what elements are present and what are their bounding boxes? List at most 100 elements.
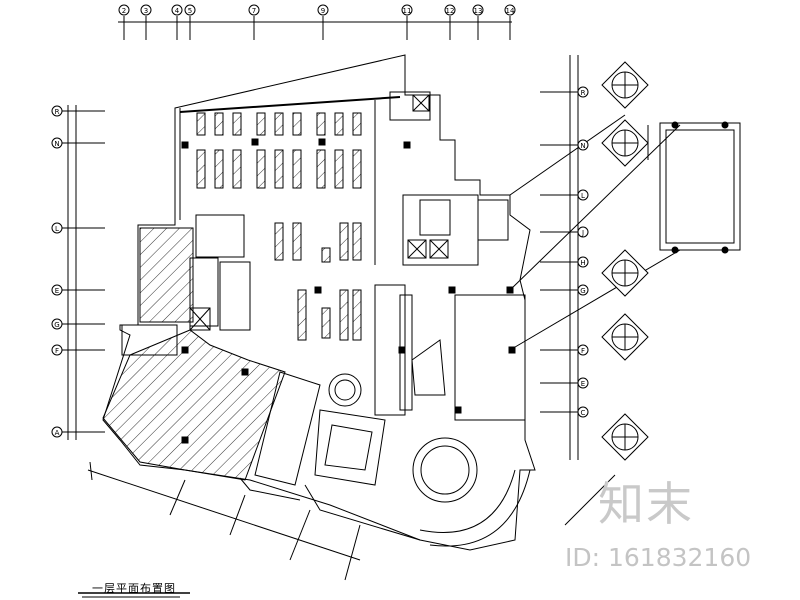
top-axis-label: 3 xyxy=(144,7,148,15)
bookshelf xyxy=(196,149,206,189)
right-axis-bubble xyxy=(577,406,589,418)
right-axis-label: C xyxy=(581,409,586,417)
bookshelf xyxy=(352,289,362,341)
top-axis-bubble xyxy=(248,4,260,16)
top-axis-label: 11 xyxy=(403,7,412,15)
bookshelf xyxy=(352,149,362,189)
left-axis-label: A xyxy=(55,429,60,437)
left-axis-bubble xyxy=(51,105,63,117)
top-axis-bubble xyxy=(504,4,516,16)
left-axis-label: F xyxy=(55,347,59,355)
top-axis-label: 7 xyxy=(252,7,256,15)
right-axis-label: R xyxy=(581,89,586,97)
structural-column xyxy=(251,138,259,146)
bookshelf xyxy=(316,112,326,136)
structural-column xyxy=(318,138,326,146)
left-axis-bubble xyxy=(51,426,63,438)
bookshelf xyxy=(196,112,206,136)
left-axis-label: N xyxy=(54,140,59,148)
top-axis-label: 2 xyxy=(122,7,126,15)
structural-column xyxy=(181,346,189,354)
pavilion-column xyxy=(721,121,729,129)
pavilion xyxy=(659,122,741,251)
bookshelf xyxy=(321,307,331,339)
left-axis-label: L xyxy=(55,225,59,233)
bookshelf xyxy=(292,112,302,136)
bookshelf xyxy=(352,222,362,261)
top-axis-label: 12 xyxy=(446,7,455,15)
top-axis-label: 14 xyxy=(506,7,515,15)
bookshelf xyxy=(352,112,362,136)
pavilion-column xyxy=(721,246,729,254)
pavilion-column xyxy=(671,121,679,129)
top-axis-label: 5 xyxy=(188,7,192,15)
structural-column xyxy=(448,286,456,294)
top-axis-bubble xyxy=(472,4,484,16)
top-axis-bubble xyxy=(184,4,196,16)
bookshelf xyxy=(256,149,266,189)
left-axis-bubble xyxy=(51,318,63,330)
right-axis-label: J xyxy=(581,229,584,237)
top-axis-bubble xyxy=(118,4,130,16)
left-axis-label: R xyxy=(55,108,60,116)
right-axis-label: H xyxy=(580,259,585,267)
bookshelf xyxy=(232,112,242,136)
left-axis-label: G xyxy=(54,321,59,329)
right-axis-bubble xyxy=(577,377,589,389)
right-axis-bubble xyxy=(577,256,589,268)
building-outline xyxy=(102,54,536,551)
bookshelf xyxy=(321,247,331,263)
bookshelf xyxy=(214,149,224,189)
top-axis-bubble xyxy=(171,4,183,16)
bookshelf xyxy=(297,289,307,341)
bookshelf xyxy=(274,112,284,136)
structural-column xyxy=(181,141,189,149)
structural-column xyxy=(403,141,411,149)
structural-column xyxy=(314,286,322,294)
structural-column xyxy=(398,346,406,354)
bookshelf xyxy=(214,112,224,136)
right-axis-bubble xyxy=(577,344,589,356)
top-axis-label: 4 xyxy=(175,7,180,15)
structural-column xyxy=(454,406,462,414)
right-axis-label: G xyxy=(580,287,585,295)
bookshelf xyxy=(316,149,326,189)
watermark-logo: 知末 xyxy=(598,477,694,531)
top-axis-bubble xyxy=(401,4,413,16)
watermark-id: ID: 161832160 xyxy=(565,543,752,572)
bookshelf xyxy=(256,112,266,136)
hatched-area-main xyxy=(102,329,286,481)
bookshelf xyxy=(274,149,284,189)
right-axis-bubble xyxy=(577,86,589,98)
left-axis-bubble xyxy=(51,137,63,149)
drawing-title: 一层平面布置图 xyxy=(92,582,176,595)
bookshelf xyxy=(334,112,344,136)
right-axis-bubble xyxy=(577,284,589,296)
pavilion-column xyxy=(671,246,679,254)
top-axis-bubble xyxy=(444,4,456,16)
bookshelf xyxy=(292,149,302,189)
structural-column xyxy=(181,436,189,444)
right-axis-bubble xyxy=(577,139,589,151)
right-axis-label: L xyxy=(581,192,585,200)
hatched-area-left xyxy=(139,227,194,323)
top-axis-bubble xyxy=(317,4,329,16)
structural-column xyxy=(508,346,516,354)
right-axis-bubble xyxy=(577,226,589,238)
right-axis-label: F xyxy=(581,347,585,355)
top-axis-label: 9 xyxy=(321,7,325,15)
bookshelf xyxy=(274,222,284,261)
bookshelf xyxy=(334,149,344,189)
bookshelf xyxy=(339,222,349,261)
structural-column xyxy=(241,368,249,376)
bookshelf xyxy=(232,149,242,189)
bookshelf xyxy=(339,289,349,341)
top-axis-bubble xyxy=(140,4,152,16)
left-axis-bubble xyxy=(51,344,63,356)
top-axis-label: 13 xyxy=(474,7,483,15)
bookshelf xyxy=(292,222,302,261)
left-axis-bubble xyxy=(51,284,63,296)
right-axis-bubble xyxy=(577,189,589,201)
